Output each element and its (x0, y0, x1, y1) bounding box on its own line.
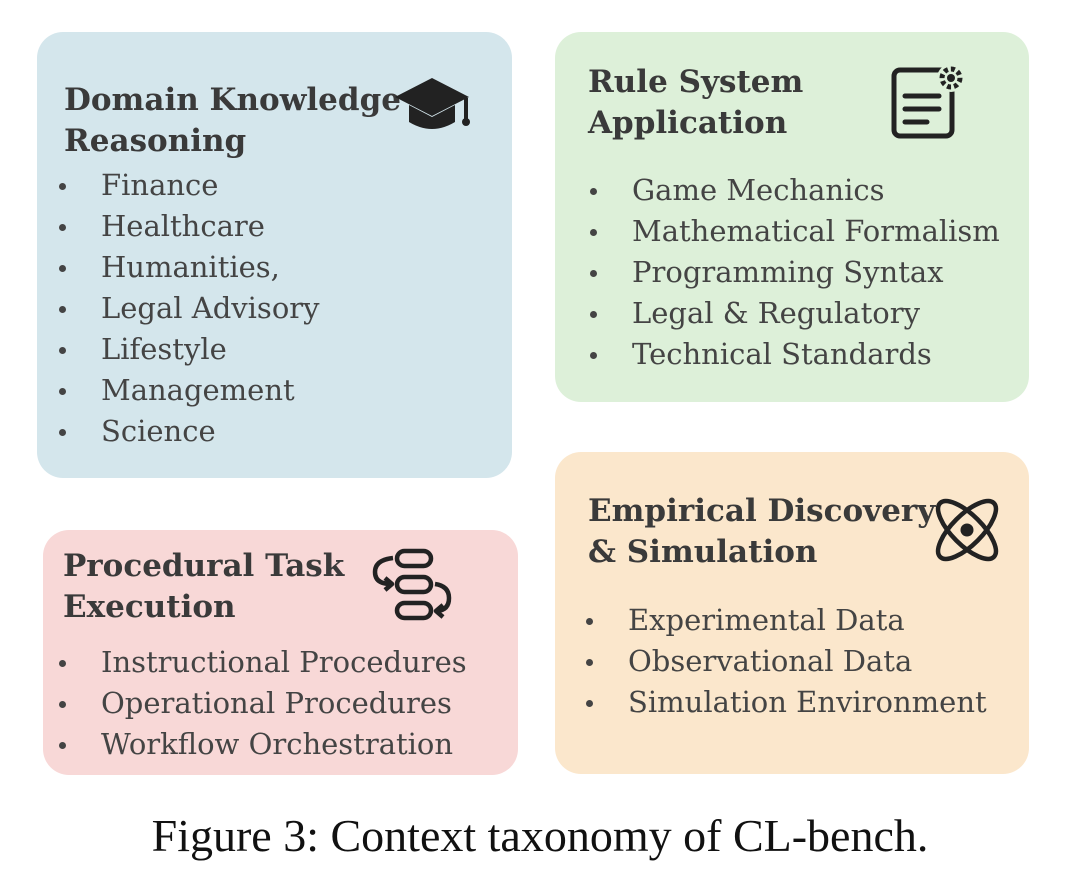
list-item: Observational Data (584, 641, 987, 682)
list-item: Finance (57, 165, 320, 206)
empirical-discovery-card: Empirical Discovery & Simulation Experim… (555, 452, 1029, 774)
list-item: Instructional Procedures (57, 642, 467, 683)
list-item: Game Mechanics (588, 170, 1000, 211)
list-item: Operational Procedures (57, 683, 467, 724)
list-item: Programming Syntax (588, 252, 1000, 293)
procedural-task-list: Instructional Procedures Operational Pro… (57, 642, 467, 765)
workflow-icon (369, 548, 453, 622)
list-item: Healthcare (57, 206, 320, 247)
list-item: Experimental Data (584, 600, 987, 641)
list-item: Humanities, (57, 247, 320, 288)
rule-system-title: Rule System Application (588, 64, 804, 141)
list-item: Legal & Regulatory (588, 293, 1000, 334)
figure-caption: Figure 3: Context taxonomy of CL-bench. (151, 810, 929, 861)
procedural-task-card: Procedural Task Execution Instructional … (43, 530, 518, 775)
graduation-cap-icon (392, 72, 472, 138)
list-item: Simulation Environment (584, 682, 987, 723)
empirical-discovery-title: Empirical Discovery & Simulation (588, 493, 936, 570)
rule-system-card: Rule System Application Game Mechanics M… (555, 32, 1029, 402)
list-item: Science (57, 411, 320, 452)
empirical-discovery-list: Experimental Data Observational Data Sim… (584, 600, 987, 723)
domain-knowledge-list: Finance Healthcare Humanities, Legal Adv… (57, 165, 320, 452)
list-item: Mathematical Formalism (588, 211, 1000, 252)
document-gear-icon (889, 62, 969, 140)
list-item: Technical Standards (588, 334, 1000, 375)
list-item: Legal Advisory (57, 288, 320, 329)
atom-icon (927, 490, 1007, 570)
list-item: Management (57, 370, 320, 411)
procedural-task-title: Procedural Task Execution (63, 548, 345, 625)
domain-knowledge-card: Domain Knowledge Reasoning Finance Healt… (37, 32, 512, 478)
list-item: Lifestyle (57, 329, 320, 370)
rule-system-list: Game Mechanics Mathematical Formalism Pr… (588, 170, 1000, 375)
list-item: Workflow Orchestration (57, 724, 467, 765)
domain-knowledge-title: Domain Knowledge Reasoning (64, 82, 401, 159)
